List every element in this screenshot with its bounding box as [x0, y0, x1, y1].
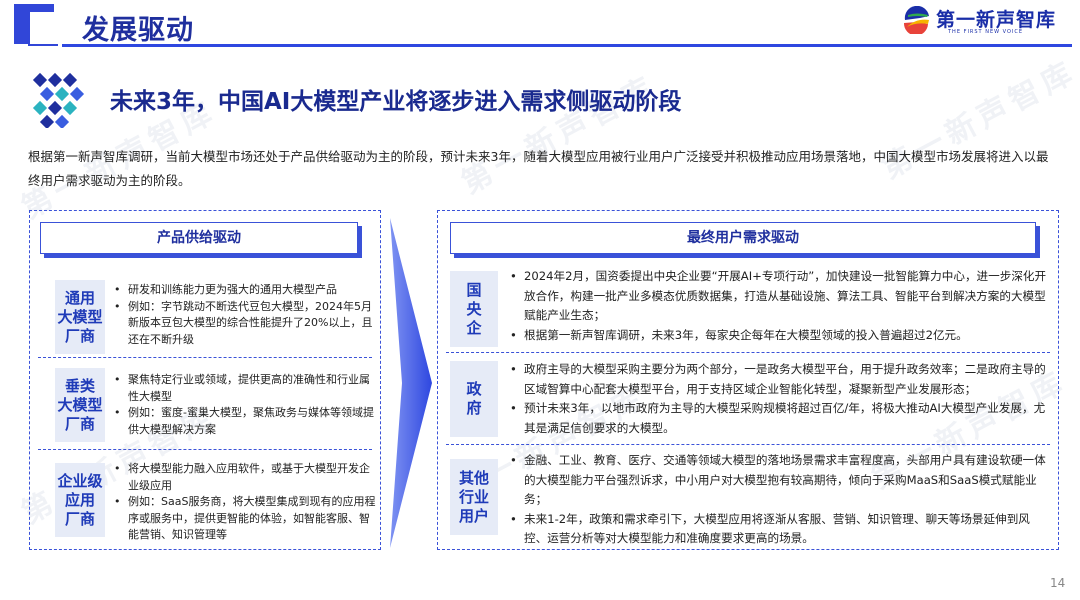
soe-label: 国 央 企 [450, 271, 498, 347]
list-item: 例如：字节跳动不断迭代豆包大模型，2024年5月新版本豆包大模型的综合性能提升了… [114, 299, 376, 349]
row-divider [38, 449, 372, 450]
vertical-llm-vendor-bullets: 聚焦特定行业或领域，提供更高的准确性和行业属性大模型 例如：蜜度-蜜巢大模型，聚… [114, 372, 376, 438]
government-bullets: 政府主导的大模型采购主要分为两个部分，一是政务大模型平台，用于提升政务效率；二是… [510, 360, 1050, 438]
brand-logo-icon [903, 6, 929, 34]
general-llm-vendor-bullets: 研发和训练能力更为强大的通用大模型产品 例如：字节跳动不断迭代豆包大模型，202… [114, 282, 376, 348]
government-label: 政 府 [450, 361, 498, 437]
list-item: 政府主导的大模型采购主要分为两个部分，一是政务大模型平台，用于提升政务效率；二是… [510, 360, 1050, 399]
general-llm-vendor-label: 通用 大模型 厂商 [55, 280, 105, 354]
page-title: 发展驱动 [82, 15, 194, 46]
brand-tagline: THE FIRST NEW VOICE [948, 29, 1024, 35]
row-divider [38, 357, 372, 358]
brand-name: 第一新声智库 [936, 9, 1057, 31]
enterprise-app-vendor-bullets: 将大模型能力融入应用软件，或基于大模型开发企业级应用 例如：SaaS服务商，将大… [114, 461, 376, 544]
demand-driven-panel: 最终用户需求驱动 国 央 企 2024年2月，国资委提出中央企业要“开展AI+专… [437, 210, 1059, 550]
other-industry-users-bullets: 金融、工业、教育、医疗、交通等领域大模型的落地场景需求丰富程度高，头部用户具有建… [510, 451, 1050, 549]
list-item: 例如：蜜度-蜜巢大模型，聚焦政务与媒体等领域提供大模型解决方案 [114, 405, 376, 438]
page-number: 14 [1050, 576, 1066, 590]
row-divider [446, 352, 1050, 353]
header-accent-inner [28, 12, 58, 46]
diamond-cluster-icon [32, 72, 85, 128]
intro-paragraph: 根据第一新声智库调研，当前大模型市场还处于产品供给驱动为主的阶段，预计未来3年，… [28, 149, 1049, 188]
brand-logo: 第一新声智库 THE FIRST NEW VOICE [902, 4, 1072, 40]
supply-driven-heading: 产品供给驱动 [40, 222, 358, 254]
row-divider [446, 444, 1050, 445]
list-item: 2024年2月，国资委提出中央企业要“开展AI+专项行动”，加快建设一批智能算力… [510, 267, 1050, 326]
chevron-right-icon [390, 218, 432, 548]
list-item: 根据第一新声智库调研，未来3年，每家央企每年在大模型领域的投入普遍超过2亿元。 [510, 326, 1050, 346]
enterprise-app-vendor-label: 企业级 应用 厂商 [55, 463, 105, 537]
supply-driven-panel: 产品供给驱动 通用 大模型 厂商 研发和训练能力更为强大的通用大模型产品 例如：… [29, 210, 381, 550]
vertical-llm-vendor-label: 垂类 大模型 厂商 [55, 368, 105, 442]
list-item: 研发和训练能力更为强大的通用大模型产品 [114, 282, 376, 299]
list-item: 金融、工业、教育、医疗、交通等领域大模型的落地场景需求丰富程度高，头部用户具有建… [510, 451, 1050, 510]
other-industry-users-label: 其他 行业 用户 [450, 459, 498, 535]
list-item: 未来1-2年，政策和需求牵引下，大模型应用将逐渐从客服、营销、知识管理、聊天等场… [510, 510, 1050, 549]
demand-driven-heading: 最终用户需求驱动 [450, 222, 1036, 254]
list-item: 预计未来3年，以地市政府为主导的大模型采购规模将超过百亿/年，将极大推动AI大模… [510, 399, 1050, 438]
list-item: 将大模型能力融入应用软件，或基于大模型开发企业级应用 [114, 461, 376, 494]
list-item: 聚焦特定行业或领域，提供更高的准确性和行业属性大模型 [114, 372, 376, 405]
list-item: 例如：SaaS服务商，将大模型集成到现有的应用程序或服务中，提供更智能的体验，如… [114, 494, 376, 544]
section-subtitle: 未来3年，中国AI大模型产业将逐步进入需求侧驱动阶段 [110, 89, 682, 115]
header-divider [62, 44, 1072, 47]
soe-bullets: 2024年2月，国资委提出中央企业要“开展AI+专项行动”，加快建设一批智能算力… [510, 267, 1050, 345]
